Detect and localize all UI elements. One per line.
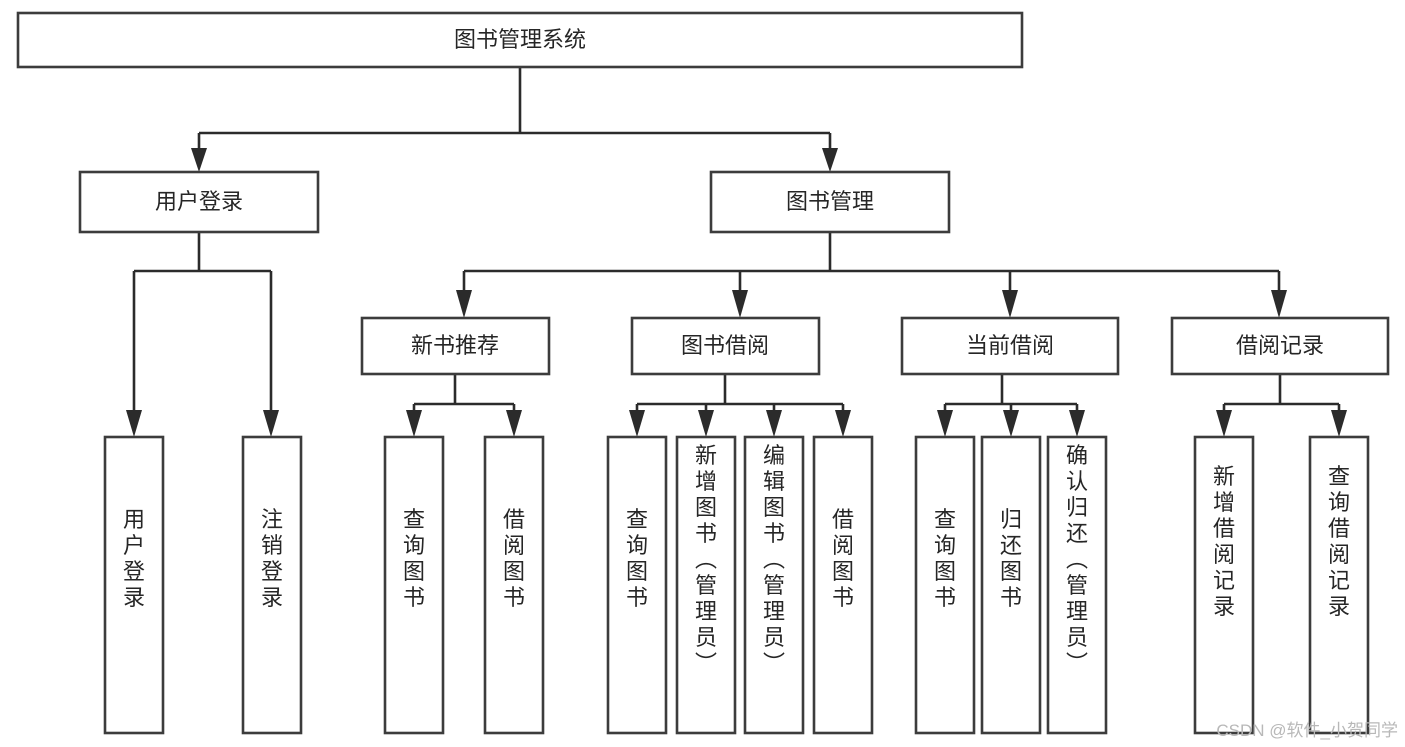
arrow-to-leaf-return-book bbox=[1003, 410, 1019, 437]
arrow-to-leaf-borrow-book-1 bbox=[506, 410, 522, 437]
arrow-to-leaf-confirm-return bbox=[1069, 410, 1085, 437]
node-borrow-record-label: 借阅记录 bbox=[1236, 333, 1324, 358]
node-leaf-return-book[interactable]: 归还图书 bbox=[980, 435, 1042, 735]
connector-layer bbox=[126, 67, 1347, 437]
node-leaf-confirm-return-box[interactable] bbox=[1046, 435, 1108, 735]
arrow-to-leaf-user-login bbox=[126, 410, 142, 437]
node-leaf-edit-book-label: 编辑图书︵管理员︶ bbox=[763, 443, 785, 676]
node-leaf-borrow-book-2-label: 借阅图书 bbox=[832, 507, 854, 610]
node-current-borrow[interactable]: 当前借阅 bbox=[900, 316, 1120, 376]
node-leaf-query-record[interactable]: 查询借阅记录 bbox=[1308, 435, 1370, 735]
node-borrow-record-box[interactable] bbox=[1170, 316, 1390, 376]
arrow-to-leaf-query-book-2 bbox=[629, 410, 645, 437]
node-leaf-query-book-1-box[interactable] bbox=[383, 435, 445, 735]
node-leaf-edit-book-box[interactable] bbox=[743, 435, 805, 735]
node-leaf-query-book-2-label: 查询图书 bbox=[626, 507, 648, 610]
node-root[interactable]: 图书管理系统 bbox=[16, 11, 1024, 69]
arrow-to-leaf-query-book-1 bbox=[406, 410, 422, 437]
node-new-book-recommend[interactable]: 新书推荐 bbox=[360, 316, 551, 376]
node-leaf-add-record[interactable]: 新增借阅记录 bbox=[1193, 435, 1255, 735]
node-root-box[interactable] bbox=[16, 11, 1024, 69]
arrow-to-user-login bbox=[191, 148, 207, 172]
arrow-to-leaf-add-book bbox=[698, 410, 714, 437]
arrow-to-book-management bbox=[822, 148, 838, 172]
node-user-login[interactable]: 用户登录 bbox=[78, 170, 320, 234]
node-leaf-add-record-box[interactable] bbox=[1193, 435, 1255, 735]
arrow-to-current-borrow bbox=[1002, 290, 1018, 318]
node-book-management-label: 图书管理 bbox=[786, 189, 874, 214]
node-leaf-return-book-label: 归还图书 bbox=[1000, 507, 1022, 610]
node-leaf-return-book-box[interactable] bbox=[980, 435, 1042, 735]
arrow-to-leaf-user-logout bbox=[263, 410, 279, 437]
node-book-borrow-label: 图书借阅 bbox=[681, 333, 769, 358]
node-leaf-user-logout-box[interactable] bbox=[241, 435, 303, 735]
node-leaf-query-book-3-box[interactable] bbox=[914, 435, 976, 735]
node-new-book-recommend-box[interactable] bbox=[360, 316, 551, 376]
node-user-login-label: 用户登录 bbox=[155, 189, 243, 214]
node-leaf-borrow-book-2-box[interactable] bbox=[812, 435, 874, 735]
node-book-management-box[interactable] bbox=[709, 170, 951, 234]
node-leaf-edit-book[interactable]: 编辑图书︵管理员︶ bbox=[743, 435, 805, 735]
watermark: CSDN @软件_小贺同学 bbox=[1216, 721, 1398, 740]
arrow-to-leaf-borrow-book-2 bbox=[835, 410, 851, 437]
node-user-login-box[interactable] bbox=[78, 170, 320, 234]
node-leaf-add-record-label: 新增借阅记录 bbox=[1213, 464, 1235, 619]
node-leaf-user-login[interactable]: 用户登录 bbox=[103, 435, 165, 735]
node-leaf-query-book-2-box[interactable] bbox=[606, 435, 668, 735]
node-leaf-user-logout-label: 注销登录 bbox=[261, 507, 283, 610]
arrow-to-book-borrow bbox=[732, 290, 748, 318]
node-leaf-borrow-book-1-label: 借阅图书 bbox=[503, 507, 525, 610]
node-leaf-query-book-3-label: 查询图书 bbox=[934, 507, 956, 610]
node-leaf-query-record-label: 查询借阅记录 bbox=[1328, 464, 1350, 619]
node-book-management[interactable]: 图书管理 bbox=[709, 170, 951, 234]
node-leaf-add-book-label: 新增图书︵管理员︶ bbox=[695, 443, 717, 676]
node-current-borrow-box[interactable] bbox=[900, 316, 1120, 376]
node-leaf-add-book[interactable]: 新增图书︵管理员︶ bbox=[675, 435, 737, 735]
node-new-book-recommend-label: 新书推荐 bbox=[411, 333, 499, 358]
node-current-borrow-label: 当前借阅 bbox=[966, 333, 1054, 358]
node-leaf-query-record-box[interactable] bbox=[1308, 435, 1370, 735]
node-book-borrow[interactable]: 图书借阅 bbox=[630, 316, 821, 376]
node-borrow-record[interactable]: 借阅记录 bbox=[1170, 316, 1390, 376]
arrow-to-new-book-recommend bbox=[456, 290, 472, 318]
node-leaf-query-book-2[interactable]: 查询图书 bbox=[606, 435, 668, 735]
node-leaf-user-login-box[interactable] bbox=[103, 435, 165, 735]
arrow-to-leaf-add-record bbox=[1216, 410, 1232, 437]
node-leaf-borrow-book-1-box[interactable] bbox=[483, 435, 545, 735]
node-leaf-user-login-label: 用户登录 bbox=[123, 507, 145, 610]
node-leaf-user-logout[interactable]: 注销登录 bbox=[241, 435, 303, 735]
node-leaf-confirm-return[interactable]: 确认归还︵管理员︶ bbox=[1046, 435, 1108, 735]
arrow-to-leaf-query-record bbox=[1331, 410, 1347, 437]
node-leaf-query-book-1[interactable]: 查询图书 bbox=[383, 435, 445, 735]
node-leaf-query-book-1-label: 查询图书 bbox=[403, 507, 425, 610]
arrow-to-borrow-record bbox=[1271, 290, 1287, 318]
arrow-to-leaf-edit-book bbox=[766, 410, 782, 437]
node-root-label: 图书管理系统 bbox=[454, 27, 586, 52]
node-leaf-confirm-return-label: 确认归还︵管理员︶ bbox=[1066, 443, 1088, 676]
node-leaf-borrow-book-1[interactable]: 借阅图书 bbox=[483, 435, 545, 735]
node-leaf-borrow-book-2[interactable]: 借阅图书 bbox=[812, 435, 874, 735]
node-leaf-query-book-3[interactable]: 查询图书 bbox=[914, 435, 976, 735]
node-leaf-add-book-box[interactable] bbox=[675, 435, 737, 735]
arrow-to-leaf-query-book-3 bbox=[937, 410, 953, 437]
node-book-borrow-box[interactable] bbox=[630, 316, 821, 376]
